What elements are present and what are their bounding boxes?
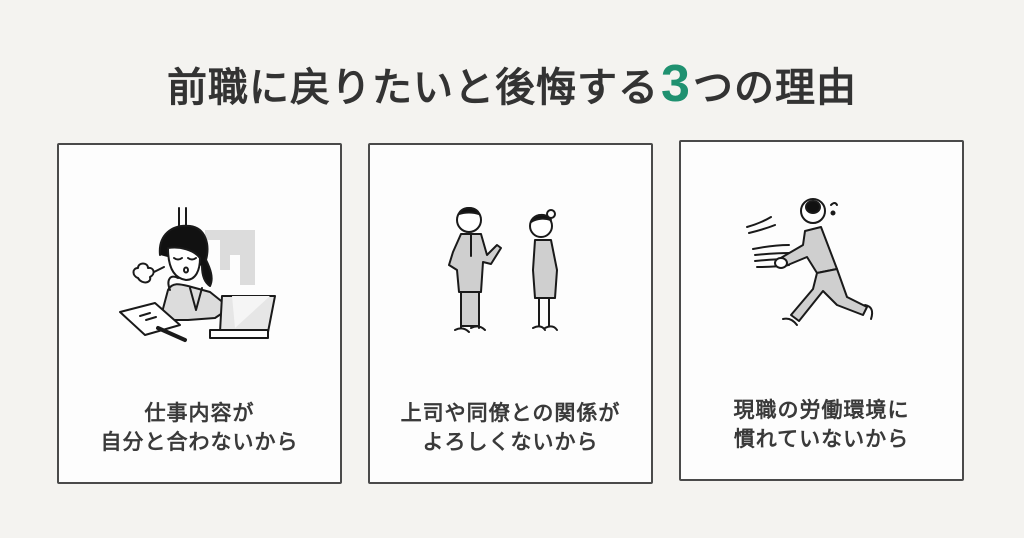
title-number: 3 <box>661 55 691 113</box>
caption-line-1: 仕事内容が <box>144 401 255 425</box>
man-rushing-with-papers-illustration <box>681 192 962 352</box>
page-title: 前職に戻りたいと後悔する3つの理由 <box>0 56 1024 116</box>
caption-line-2: 慣れていないから <box>733 427 910 451</box>
reason-caption-2: 上司や同僚との関係が よろしくないから <box>370 399 651 457</box>
woman-sighing-at-desk-illustration <box>59 195 340 355</box>
reason-card-2: 上司や同僚との関係が よろしくないから <box>368 143 653 484</box>
reason-card-1: 仕事内容が 自分と合わないから <box>57 143 342 484</box>
caption-line-2: よろしくないから <box>422 430 599 454</box>
title-text-before: 前職に戻りたいと後悔する <box>167 65 660 111</box>
title-text-after: つの理由 <box>692 65 857 111</box>
reason-caption-1: 仕事内容が 自分と合わないから <box>59 399 340 457</box>
boss-and-coworker-talking-illustration <box>370 195 651 355</box>
reason-card-3: 現職の労働環境に 慣れていないから <box>679 140 964 481</box>
reason-caption-3: 現職の労働環境に 慣れていないから <box>681 396 962 454</box>
caption-line-1: 上司や同僚との関係が <box>400 401 621 425</box>
caption-line-1: 現職の労働環境に <box>733 398 910 422</box>
caption-line-2: 自分と合わないから <box>100 430 299 454</box>
